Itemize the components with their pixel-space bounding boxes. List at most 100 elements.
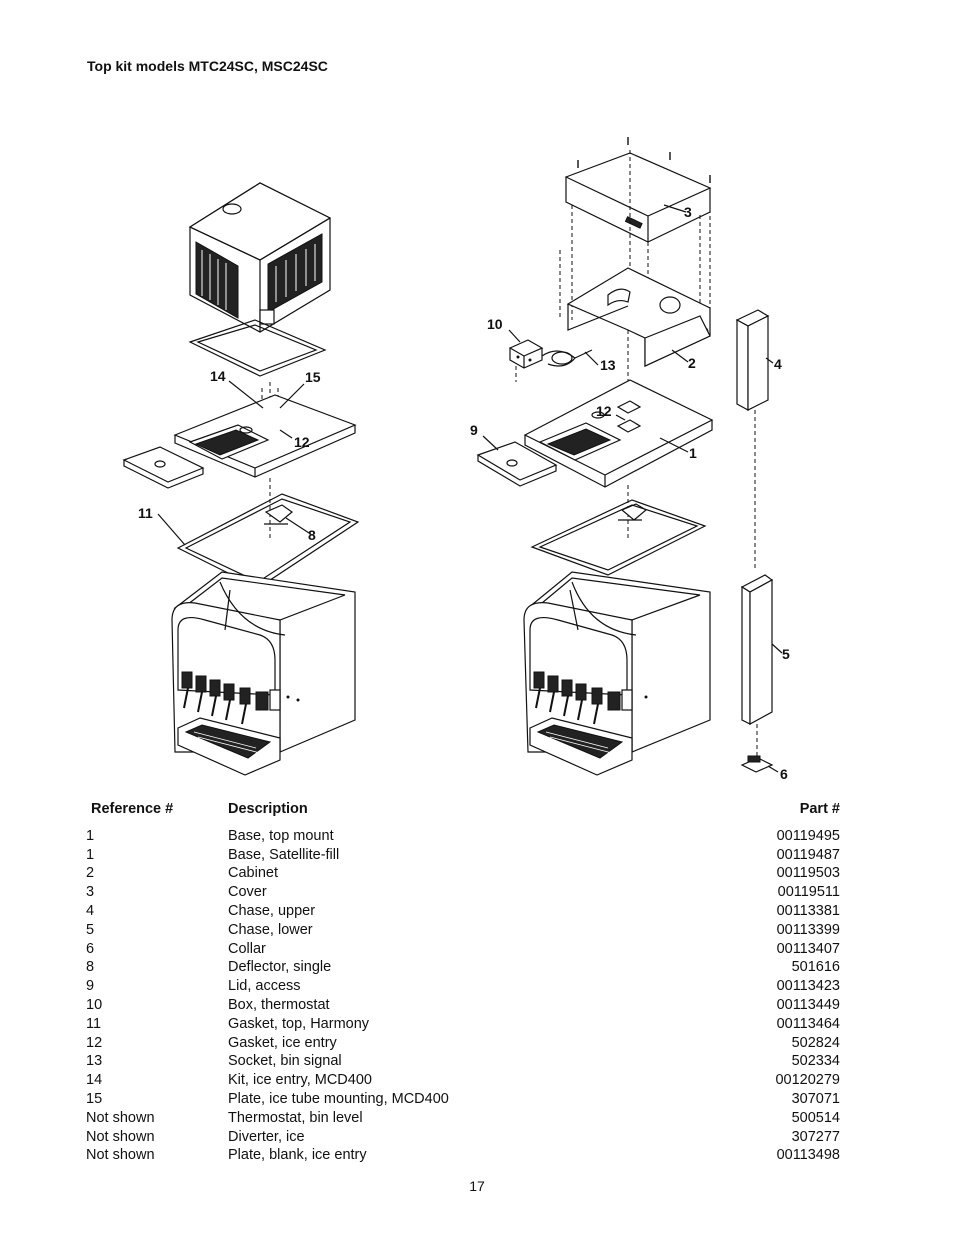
row-ref: Not shown <box>86 1109 155 1126</box>
right-upper-chase <box>735 309 770 570</box>
row-part: 00119503 <box>776 865 840 882</box>
row-ref: 8 <box>86 959 95 976</box>
row-desc: Socket, bin signal <box>228 1053 342 1070</box>
parts-table-header: Reference # Description Part # <box>86 800 840 819</box>
row-desc: Gasket, top, Harmony <box>228 1015 370 1032</box>
left-base-plate <box>173 394 357 478</box>
callout-leaders <box>157 204 783 773</box>
callout-11: 11 <box>138 505 153 521</box>
left-deflector <box>264 478 293 540</box>
page-number: 17 <box>469 1178 485 1194</box>
right-lower-chase <box>740 574 774 773</box>
row-ref: 2 <box>86 865 95 882</box>
right-cover <box>564 137 712 243</box>
table-row: Not shown Diverter, ice 307277 <box>86 1128 840 1147</box>
row-ref: 1 <box>86 846 95 863</box>
row-part: 00113423 <box>776 978 840 995</box>
right-access-lid <box>476 441 558 487</box>
table-row: 2 Cabinet 00119503 <box>86 864 840 883</box>
row-desc: Chase, upper <box>228 902 316 919</box>
row-desc: Plate, ice tube mounting, MCD400 <box>228 1090 449 1107</box>
row-part: 307277 <box>791 1128 840 1145</box>
row-part: 502824 <box>791 1034 840 1051</box>
callout-5: 5 <box>782 646 790 662</box>
row-ref: 13 <box>86 1053 103 1070</box>
right-dispenser-body <box>523 571 711 776</box>
row-desc: Chase, lower <box>228 921 313 938</box>
callout-1: 1 <box>689 445 697 461</box>
row-ref: Not shown <box>86 1147 155 1164</box>
right-base-plate <box>523 379 714 488</box>
row-desc: Gasket, ice entry <box>228 1034 337 1051</box>
row-ref: Not shown <box>86 1128 155 1145</box>
row-desc: Deflector, single <box>228 959 332 976</box>
row-desc: Diverter, ice <box>228 1128 305 1145</box>
header-part: Part # <box>799 801 840 817</box>
right-top-gasket <box>530 499 707 576</box>
callout-9: 9 <box>470 422 478 438</box>
diagram-svg: 14 15 12 11 8 3 10 13 2 4 12 9 1 5 6 <box>122 137 790 782</box>
callout-13: 13 <box>600 357 616 373</box>
callout-8: 8 <box>308 527 316 543</box>
row-desc: Cover <box>228 884 267 901</box>
table-row: 1 Base, Satellite-fill 00119487 <box>86 846 840 865</box>
row-ref: 12 <box>86 1034 103 1051</box>
table-row: 14 Kit, ice entry, MCD400 00120279 <box>86 1071 840 1090</box>
callout-2: 2 <box>688 355 696 371</box>
row-ref: 15 <box>86 1090 103 1107</box>
row-desc: Thermostat, bin level <box>228 1109 363 1126</box>
table-row: 8 Deflector, single 501616 <box>86 958 840 977</box>
left-access-lid <box>122 446 205 489</box>
table-row: Not shown Plate, blank, ice entry 00113498 <box>86 1146 840 1165</box>
right-thermostat-box <box>508 339 593 382</box>
row-part: 502334 <box>791 1053 840 1070</box>
row-ref: 14 <box>86 1072 103 1089</box>
row-ref: 6 <box>86 940 95 957</box>
callout-6: 6 <box>780 766 788 782</box>
row-ref: 4 <box>86 902 95 919</box>
table-row: 9 Lid, access 00113423 <box>86 977 840 996</box>
callout-10: 10 <box>487 316 503 332</box>
callout-4: 4 <box>774 356 782 372</box>
row-part: 00113381 <box>776 902 840 919</box>
table-row: 3 Cover 00119511 <box>86 883 840 902</box>
callout-14: 14 <box>210 368 226 384</box>
table-row: 13 Socket, bin signal 502334 <box>86 1052 840 1071</box>
row-part: 00120279 <box>775 1072 840 1089</box>
row-part: 00113498 <box>776 1147 840 1164</box>
row-ref: 3 <box>86 884 95 901</box>
row-part: 00119487 <box>776 846 840 863</box>
header-reference: Reference # <box>91 801 174 817</box>
table-row: 5 Chase, lower 00113399 <box>86 921 840 940</box>
row-part: 00113399 <box>776 921 840 938</box>
row-ref: 5 <box>86 921 95 938</box>
row-desc: Base, Satellite-fill <box>228 846 340 863</box>
row-part: 00113407 <box>776 940 840 957</box>
row-part: 00113449 <box>776 996 840 1013</box>
callout-12-right: 12 <box>596 403 612 419</box>
table-row: 6 Collar 00113407 <box>86 940 840 959</box>
row-part: 00119495 <box>776 827 840 844</box>
row-part: 00113464 <box>776 1015 840 1032</box>
ice-machine-head <box>188 182 332 333</box>
row-desc: Cabinet <box>228 865 278 882</box>
row-desc: Box, thermostat <box>228 996 330 1013</box>
left-dispenser-body <box>171 571 356 776</box>
right-cabinet <box>566 267 711 367</box>
row-desc: Collar <box>228 940 266 957</box>
row-ref: 9 <box>86 978 95 995</box>
row-desc: Plate, blank, ice entry <box>228 1147 367 1164</box>
row-desc: Lid, access <box>228 978 301 995</box>
row-desc: Kit, ice entry, MCD400 <box>228 1072 372 1089</box>
callout-12-left: 12 <box>294 434 310 450</box>
row-part: 00119511 <box>777 884 840 901</box>
header-description: Description <box>228 801 308 817</box>
table-row: 4 Chase, upper 00113381 <box>86 902 840 921</box>
row-part: 501616 <box>791 959 840 976</box>
